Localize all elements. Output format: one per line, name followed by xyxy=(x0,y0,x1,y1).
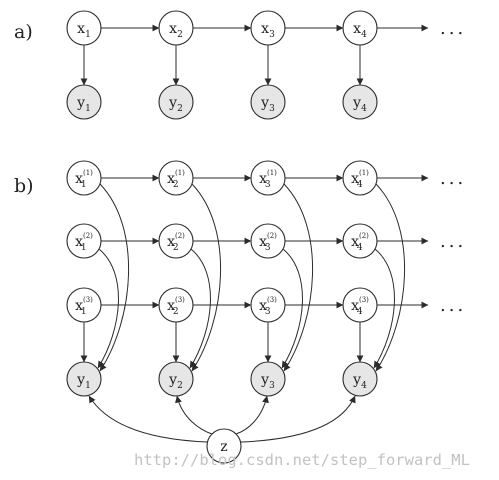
node-label: x(2)4 xyxy=(351,232,369,253)
node-a-x1: x1 xyxy=(66,10,102,46)
node-label: x(3)2 xyxy=(167,296,185,317)
node-b-x3-l2: x(2)3 xyxy=(250,223,286,259)
node-b-x4-l2: x(2)4 xyxy=(342,223,378,259)
node-label: y4 xyxy=(352,95,367,114)
edge-b-x1-l1-y xyxy=(99,183,130,372)
edge-b-x2-l1-y xyxy=(191,183,222,372)
node-label: x(1)4 xyxy=(351,169,369,190)
node-b-x1-l1: x(1)1 xyxy=(66,160,102,196)
node-label: y4 xyxy=(352,372,367,391)
node-b-x1-l2-circle xyxy=(66,223,102,259)
node-label: x1 xyxy=(77,21,91,40)
edge-b-x4-l1-y xyxy=(375,183,406,372)
node-b-x2-l3: x(3)2 xyxy=(158,287,194,323)
node-b-x4-l1-circle xyxy=(342,160,378,196)
node-b-x2-l2: x(2)2 xyxy=(158,223,194,259)
watermark: http://blog.csdn.net/step_forward_ML xyxy=(134,451,470,469)
ellipsis-b-3: ... xyxy=(440,295,466,316)
node-b-y3-circle xyxy=(250,361,286,397)
node-b-x2-l2-circle xyxy=(158,223,194,259)
node-b-y1: y1 xyxy=(66,361,102,397)
node-label: y2 xyxy=(168,372,183,391)
node-a-y1-circle xyxy=(66,84,102,120)
node-b-x4-l3: x(3)4 xyxy=(342,287,378,323)
edge-b-x2-l2-y xyxy=(189,248,211,369)
node-b-x3-l3: x(3)3 xyxy=(250,287,286,323)
node-b-y2-circle xyxy=(158,361,194,397)
edge-b-z-y3 xyxy=(235,395,269,435)
node-b-z: z xyxy=(206,428,242,464)
node-b-x3-l1-circle xyxy=(250,160,286,196)
node-label: x2 xyxy=(169,21,183,40)
node-a-x1-circle xyxy=(66,10,102,46)
node-b-x1-l3-circle xyxy=(66,287,102,323)
node-b-x3-l1: x(1)3 xyxy=(250,160,286,196)
edge-b-x4-l2-y xyxy=(373,248,395,369)
node-label: y1 xyxy=(76,95,91,114)
node-a-x2: x2 xyxy=(158,10,194,46)
node-a-x4: x4 xyxy=(342,10,378,46)
edge-b-z-y2 xyxy=(175,395,213,435)
node-b-x4-l2-circle xyxy=(342,223,378,259)
ellipsis-b-1: ... xyxy=(440,168,466,189)
node-b-y3: y3 xyxy=(250,361,286,397)
node-b-x4-l1: x(1)4 xyxy=(342,160,378,196)
edges-layer xyxy=(80,24,429,443)
edge-b-z-y1 xyxy=(88,395,208,443)
node-label: x(2)2 xyxy=(167,232,185,253)
node-b-y4-circle xyxy=(342,361,378,397)
node-a-x4-circle xyxy=(342,10,378,46)
node-label: x4 xyxy=(353,21,367,40)
node-label: x(2)1 xyxy=(75,232,93,253)
node-a-x3-circle xyxy=(250,10,286,46)
node-b-x2-l1-circle xyxy=(158,160,194,196)
panel-b-label: b) xyxy=(14,175,34,197)
node-label: x3 xyxy=(261,21,275,40)
node-b-y4: y4 xyxy=(342,361,378,397)
node-b-x3-l3-circle xyxy=(250,287,286,323)
ellipsis-a: ... xyxy=(440,18,466,39)
node-b-x4-l3-circle xyxy=(342,287,378,323)
node-a-y4: y4 xyxy=(342,84,378,120)
node-a-x3: x3 xyxy=(250,10,286,46)
node-label: x(2)3 xyxy=(259,232,277,253)
node-b-x1-l2: x(2)1 xyxy=(66,223,102,259)
node-a-y3-circle xyxy=(250,84,286,120)
node-b-x2-l1: x(1)2 xyxy=(158,160,194,196)
node-a-x2-circle xyxy=(158,10,194,46)
node-b-x1-l3: x(3)1 xyxy=(66,287,102,323)
node-a-y1: y1 xyxy=(66,84,102,120)
node-b-x2-l3-circle xyxy=(158,287,194,323)
node-label: y3 xyxy=(260,95,275,114)
node-a-y4-circle xyxy=(342,84,378,120)
ellipsis-b-2: ... xyxy=(440,231,466,252)
node-b-y1-circle xyxy=(66,361,102,397)
node-b-x1-l1-circle xyxy=(66,160,102,196)
node-label: x(1)1 xyxy=(75,169,93,190)
node-a-y2: y2 xyxy=(158,84,194,120)
edge-b-x1-l2-y xyxy=(97,248,119,369)
edge-b-z-y4 xyxy=(240,395,356,443)
node-label: y3 xyxy=(260,372,275,391)
node-label: x(3)4 xyxy=(351,296,369,317)
node-label: x(1)2 xyxy=(167,169,185,190)
node-b-x3-l2-circle xyxy=(250,223,286,259)
node-label: y2 xyxy=(168,95,183,114)
node-b-z-circle xyxy=(206,428,242,464)
node-label: x(3)3 xyxy=(259,296,277,317)
edge-b-x3-l1-y xyxy=(283,183,314,372)
node-label: x(3)1 xyxy=(75,296,93,317)
nodes-layer: x1 y1 x2 y2 x3 y3 x4 y4... x(1)1 x(1)2 x(1)3 x(1)4.… xyxy=(66,10,466,464)
node-a-y2-circle xyxy=(158,84,194,120)
node-label: y1 xyxy=(76,372,91,391)
node-a-y3: y3 xyxy=(250,84,286,120)
panel-a-label: a) xyxy=(14,21,33,43)
edge-b-x3-l2-y xyxy=(281,248,303,369)
node-label: x(1)3 xyxy=(259,169,277,190)
node-label: z xyxy=(220,439,227,455)
node-b-y2: y2 xyxy=(158,361,194,397)
